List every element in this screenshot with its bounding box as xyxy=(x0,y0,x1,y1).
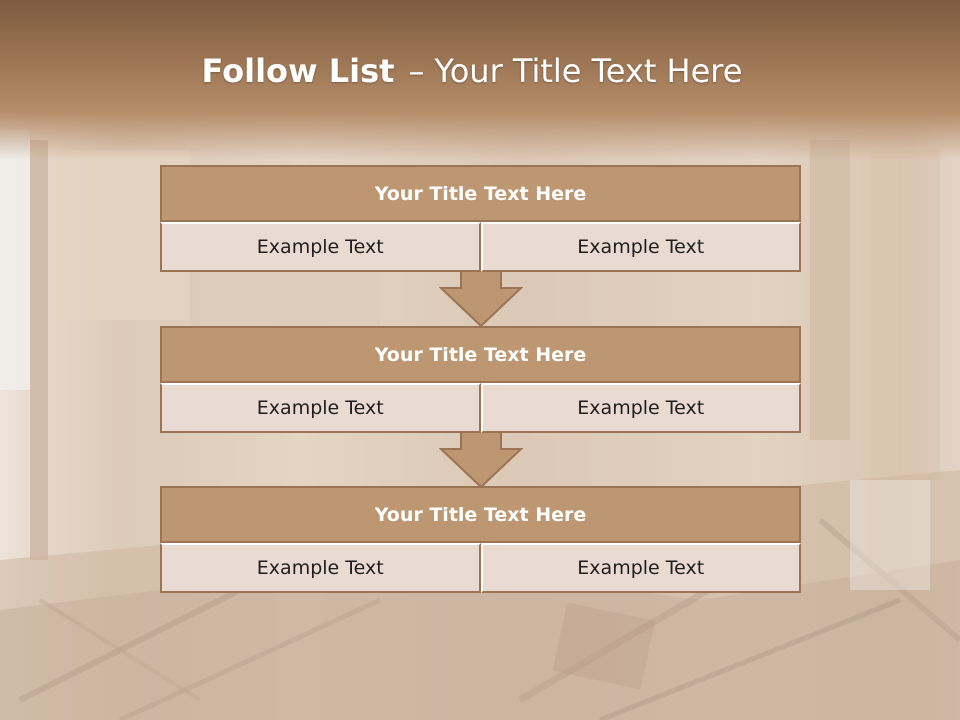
header-band xyxy=(0,0,960,160)
step-row: Example Text Example Text xyxy=(160,222,801,272)
down-arrow-icon xyxy=(439,270,523,328)
step-cell-left: Example Text xyxy=(160,543,481,593)
step-cell-right: Example Text xyxy=(480,222,801,272)
down-arrow-icon xyxy=(439,431,523,489)
step-title: Your Title Text Here xyxy=(160,486,801,543)
step-box-1: Your Title Text Here Example Text Exampl… xyxy=(160,165,801,272)
step-cell-left: Example Text xyxy=(160,383,481,433)
step-title: Your Title Text Here xyxy=(160,165,801,222)
slide-title-strong: Follow List xyxy=(201,52,395,90)
slide-title-dash: – xyxy=(408,52,425,90)
slide-title: Follow List–Your Title Text Here xyxy=(0,52,944,90)
step-row: Example Text Example Text xyxy=(160,543,801,593)
step-box-2: Your Title Text Here Example Text Exampl… xyxy=(160,326,801,433)
step-box-3: Your Title Text Here Example Text Exampl… xyxy=(160,486,801,593)
slide-title-rest: Your Title Text Here xyxy=(434,52,743,90)
step-row: Example Text Example Text xyxy=(160,383,801,433)
step-cell-right: Example Text xyxy=(480,543,801,593)
step-cell-right: Example Text xyxy=(480,383,801,433)
step-cell-left: Example Text xyxy=(160,222,481,272)
step-title: Your Title Text Here xyxy=(160,326,801,383)
